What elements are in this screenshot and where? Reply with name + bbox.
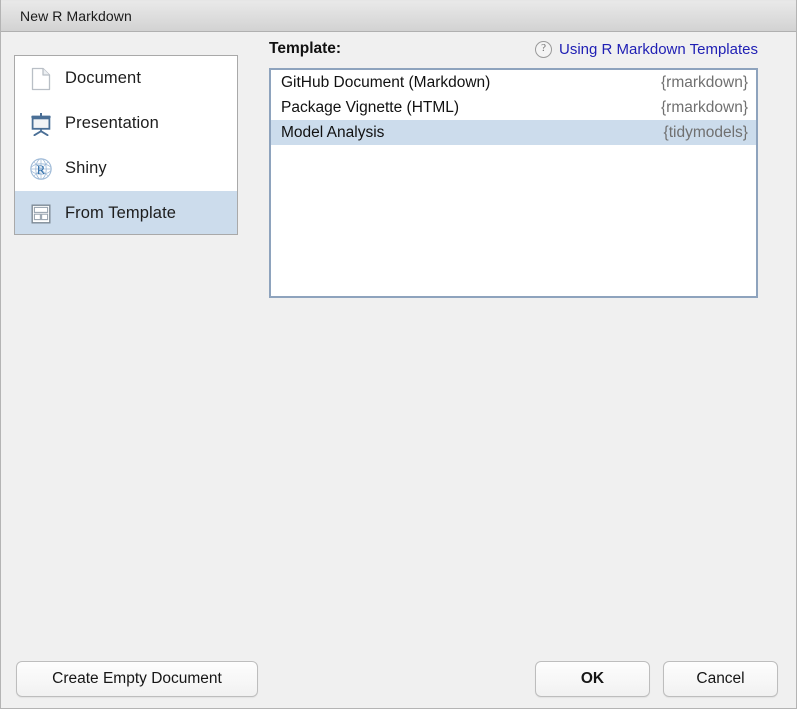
page-icon: [28, 66, 54, 92]
presentation-icon: [28, 111, 54, 137]
help-link-group[interactable]: ? Using R Markdown Templates: [535, 40, 758, 58]
dialog-footer: Create Empty Document OK Cancel: [1, 650, 796, 708]
template-name: Package Vignette (HTML): [281, 98, 460, 116]
template-row[interactable]: Model Analysis {tidymodels}: [271, 120, 756, 145]
template-row[interactable]: Package Vignette (HTML) {rmarkdown}: [271, 95, 756, 120]
sidebar-item-document[interactable]: Document: [15, 56, 237, 101]
sidebar-item-label: Presentation: [65, 114, 159, 132]
template-grid-icon: [28, 201, 54, 227]
sidebar-item-presentation[interactable]: Presentation: [15, 101, 237, 146]
template-listbox[interactable]: GitHub Document (Markdown) {rmarkdown} P…: [269, 68, 758, 298]
sidebar-item-label: Shiny: [65, 159, 107, 177]
question-mark-icon[interactable]: ?: [535, 40, 553, 58]
template-header: Template: ? Using R Markdown Templates: [269, 37, 758, 61]
dialog-title: New R Markdown: [20, 8, 132, 24]
r-logo-icon: R: [28, 156, 54, 182]
template-name: Model Analysis: [281, 123, 385, 141]
using-r-markdown-templates-link[interactable]: Using R Markdown Templates: [559, 40, 758, 58]
template-name: GitHub Document (Markdown): [281, 73, 491, 91]
dialog-content: Document Presentation: [1, 32, 796, 708]
template-row[interactable]: GitHub Document (Markdown) {rmarkdown}: [271, 70, 756, 95]
template-package: {tidymodels}: [663, 123, 748, 141]
template-package: {rmarkdown}: [660, 73, 748, 91]
template-package: {rmarkdown}: [660, 98, 748, 116]
template-label: Template:: [269, 40, 342, 57]
create-empty-document-button[interactable]: Create Empty Document: [16, 661, 258, 697]
sidebar-item-shiny[interactable]: R Shiny: [15, 146, 237, 191]
svg-text:R: R: [37, 162, 46, 177]
ok-button[interactable]: OK: [535, 661, 650, 697]
sidebar-item-label: From Template: [65, 204, 177, 222]
output-type-list[interactable]: Document Presentation: [14, 55, 238, 235]
sidebar-item-from-template[interactable]: From Template: [15, 191, 237, 234]
dialog-titlebar: New R Markdown: [1, 0, 796, 32]
sidebar-item-label: Document: [65, 69, 142, 87]
cancel-button[interactable]: Cancel: [663, 661, 778, 697]
